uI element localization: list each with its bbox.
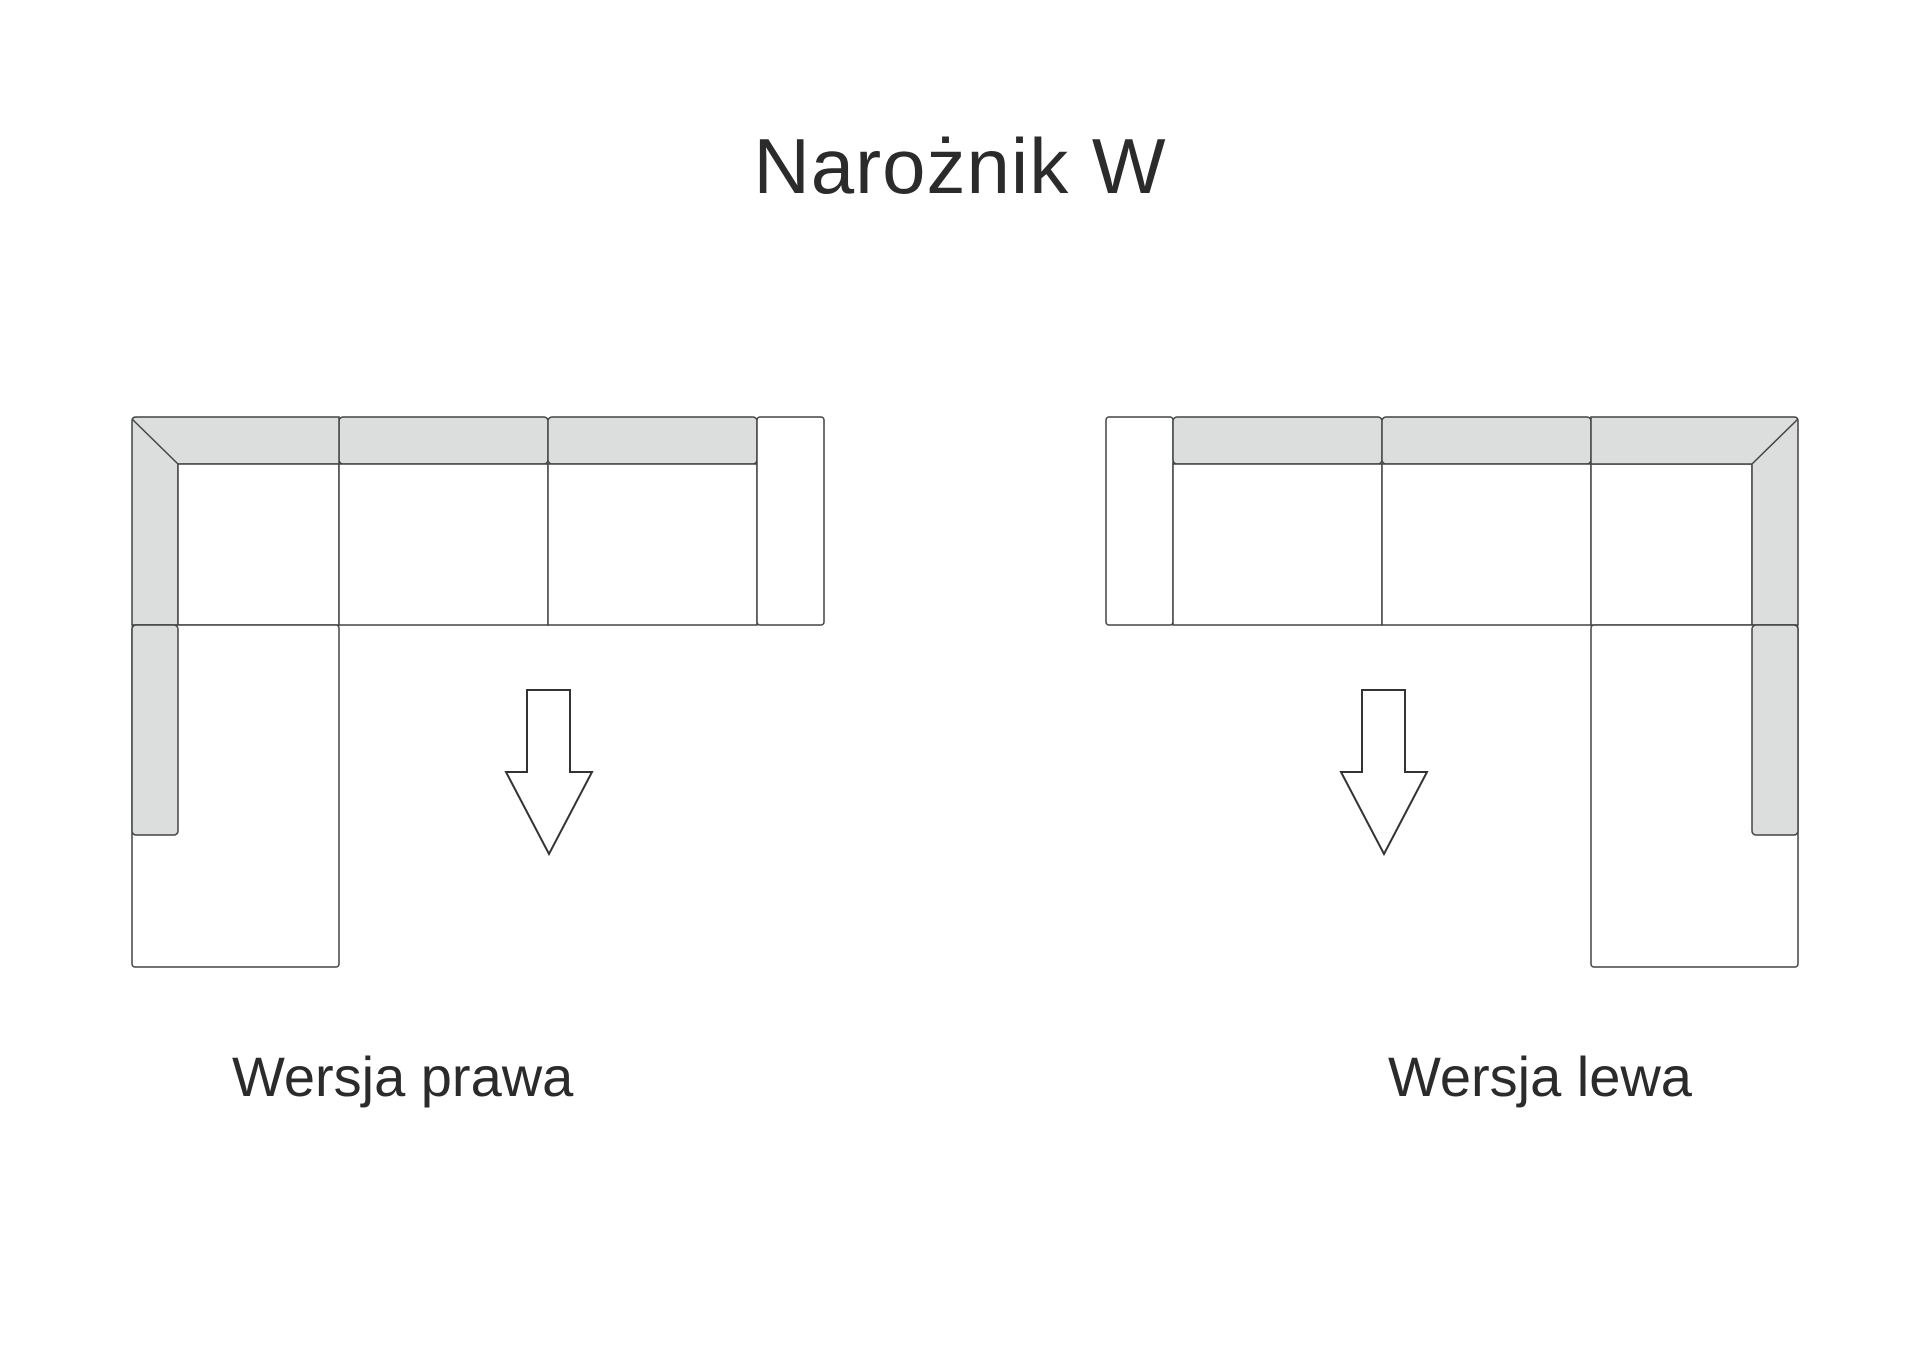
seat: [547, 463, 758, 626]
armrest: [756, 416, 825, 626]
caption-left-version: Wersja lewa: [1388, 1045, 1692, 1108]
seat: [1381, 463, 1592, 626]
diagram-title: Narożnik W: [753, 122, 1167, 210]
corner-mitre-line: [131, 418, 179, 465]
armrest: [1105, 416, 1174, 626]
backrest-cushion: [547, 416, 758, 465]
corner-mitre-line: [1751, 418, 1799, 465]
backrest-cushion: [1381, 416, 1592, 465]
backrest-cushion: [338, 416, 549, 465]
chaise-backrest-cushion: [1751, 624, 1799, 836]
caption-right-version: Wersja prawa: [232, 1045, 574, 1108]
seat: [1172, 463, 1383, 626]
sofa-left-version: [1105, 416, 1799, 968]
seat: [1590, 463, 1753, 626]
seat: [338, 463, 549, 626]
arrow-down-icon: [504, 689, 594, 857]
seat: [177, 463, 340, 626]
backrest-cushion: [1172, 416, 1383, 465]
arrow-down-icon: [1339, 689, 1429, 857]
chaise-backrest-cushion: [131, 624, 179, 836]
sofa-right-version: [131, 416, 825, 968]
